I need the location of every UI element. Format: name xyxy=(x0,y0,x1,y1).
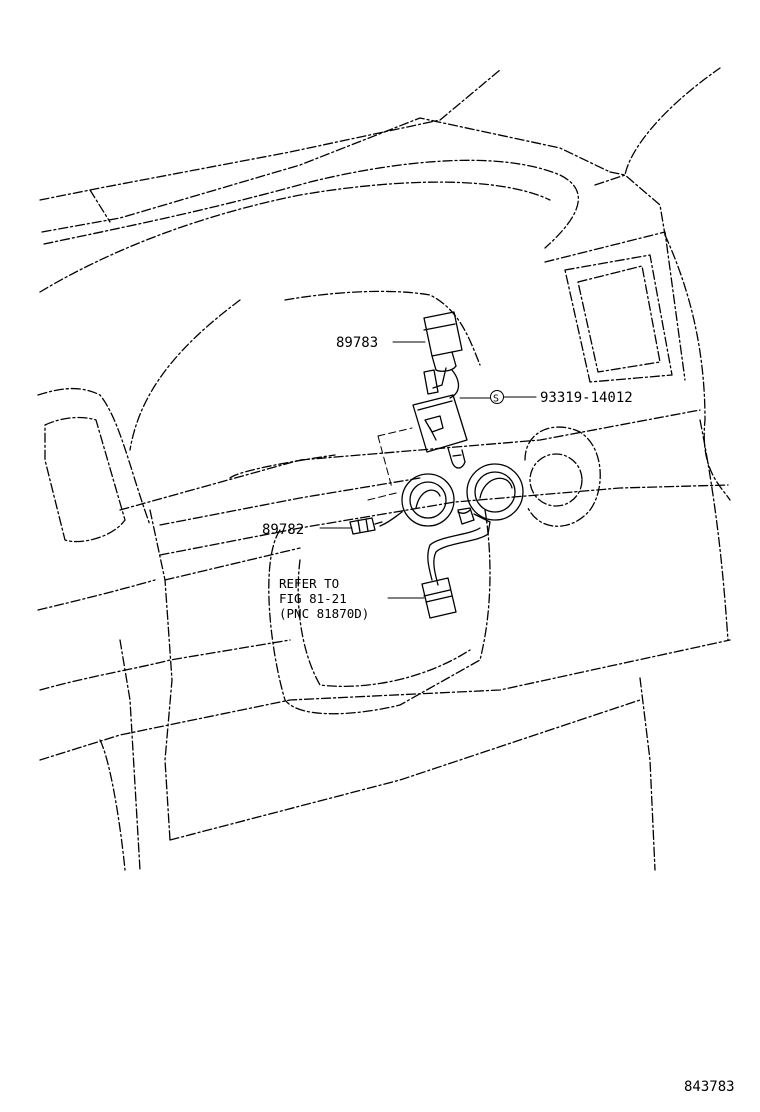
part-89783-sensor xyxy=(412,311,468,469)
callout-93319-14012: S 93319-14012 xyxy=(459,390,633,406)
callout-89783: 89783 xyxy=(336,335,426,351)
part-number-89783: 89783 xyxy=(336,335,378,351)
screw-symbol: S xyxy=(493,394,499,405)
callout-89782: 89782 xyxy=(262,522,353,538)
part-number-93319-14012: 93319-14012 xyxy=(540,390,633,406)
refer-line-3: (PNC 81870D) xyxy=(279,606,369,621)
part-number-89782: 89782 xyxy=(262,522,304,538)
refer-line-2: FIG 81-21 xyxy=(279,591,347,606)
refer-line-1: REFER TO xyxy=(279,576,339,591)
callout-refer: REFER TO FIG 81-21 (PNC 81870D) xyxy=(279,576,425,621)
hidden-lines xyxy=(367,427,413,501)
illustration-code: 843783 xyxy=(684,1079,735,1095)
lower-harness xyxy=(421,527,489,619)
dashboard-outline xyxy=(37,67,731,871)
part-89782-switch xyxy=(349,463,524,535)
